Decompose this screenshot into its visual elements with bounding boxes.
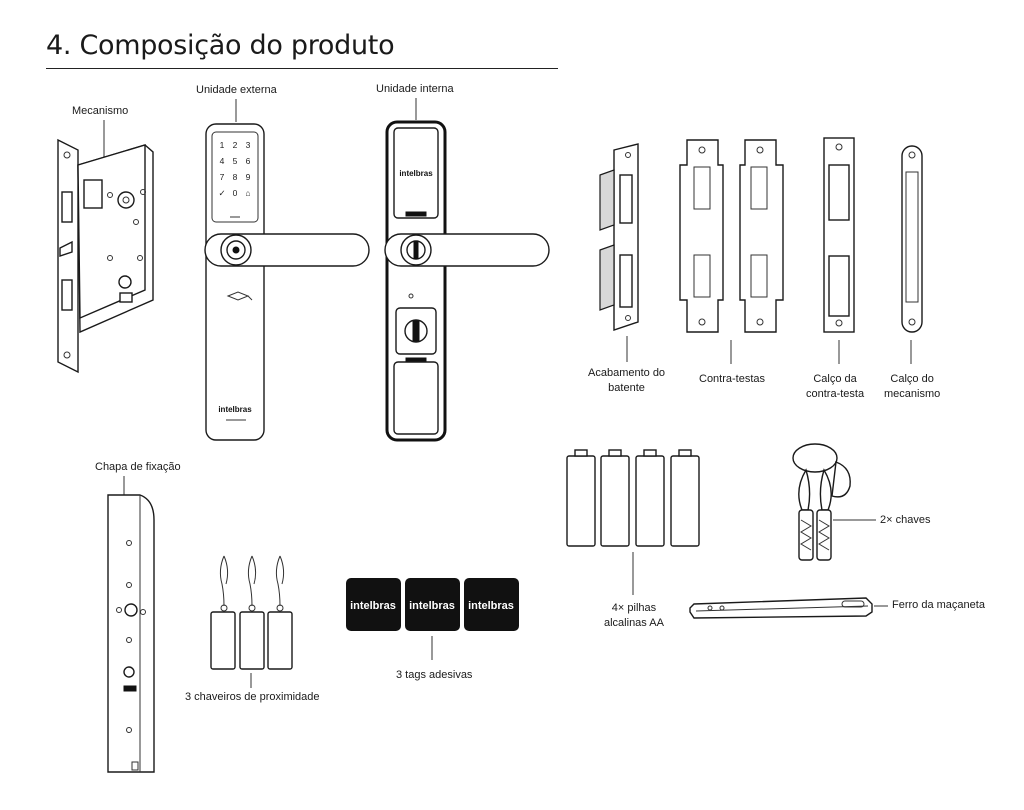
calco-contra-testa-illustration [823, 137, 855, 364]
contra-testa-1-illustration [679, 139, 724, 333]
chapa-illustration [107, 476, 155, 773]
label-calco-contra-testa: Calço da contra-testa [806, 372, 864, 402]
unidade-externa-illustration: intelbras [204, 99, 370, 441]
contra-testa-2-illustration [739, 139, 784, 333]
calco-mecanismo-illustration [901, 145, 923, 364]
label-tags: 3 tags adesivas [396, 669, 473, 681]
keypad-key: 5 [233, 156, 238, 166]
label-acabamento: Acabamento do batente [588, 366, 665, 396]
externa-brand: intelbras [218, 405, 252, 414]
keypad-key: 0 [233, 188, 238, 198]
label-chaveiros: 3 chaveiros de proximidade [185, 691, 320, 703]
tag-2-brand: intelbras [409, 600, 455, 612]
chaves-illustration [792, 443, 876, 561]
chaveiros-illustration [210, 555, 293, 688]
acabamento-illustration [599, 143, 639, 362]
keypad-key: 8 [233, 172, 238, 182]
label-calco-mecanismo-line2: mecanismo [884, 388, 941, 400]
mecanismo-illustration [57, 120, 154, 374]
label-calco-mecanismo: Calço do mecanismo [884, 372, 940, 402]
keypad-key: ✓ [218, 188, 225, 198]
unidade-interna-illustration: intelbras [384, 98, 550, 442]
section-title: 4. Composição do produto [46, 30, 395, 61]
label-pilhas-line2: alcalinas AA [604, 617, 664, 629]
keypad-key: ⌂ [245, 188, 250, 198]
keypad-key: 1 [220, 140, 225, 150]
keypad-key: 9 [246, 172, 251, 182]
tag-1-brand: intelbras [350, 600, 396, 612]
label-calco-contra-testa-line2: contra-testa [806, 388, 865, 400]
label-acabamento-line1: Acabamento do [588, 367, 666, 379]
label-unidade-externa: Unidade externa [196, 84, 277, 96]
label-calco-contra-testa-line1: Calço da [813, 373, 857, 385]
label-calco-mecanismo-line1: Calço do [890, 373, 934, 385]
label-contra-testas: Contra-testas [699, 373, 766, 385]
label-ferro: Ferro da maçaneta [892, 599, 985, 611]
keypad-key: 4 [220, 156, 225, 166]
label-pilhas: 4× pilhas alcalinas AA [604, 601, 664, 631]
keypad-key: 2 [233, 140, 238, 150]
label-chapa: Chapa de fixação [95, 461, 181, 473]
keypad-key: 3 [246, 140, 251, 150]
label-unidade-interna: Unidade interna [376, 83, 454, 95]
label-mecanismo: Mecanismo [72, 105, 129, 117]
label-chaves: 2× chaves [880, 514, 931, 526]
keypad-key: 7 [220, 172, 225, 182]
label-acabamento-line2: batente [608, 382, 645, 394]
title-underline [46, 68, 558, 69]
interna-brand: intelbras [399, 169, 433, 178]
ferro-illustration [689, 597, 888, 619]
tag-3-brand: intelbras [468, 600, 514, 612]
keypad-key: 6 [246, 156, 251, 166]
pilhas-illustration [566, 449, 700, 595]
label-pilhas-line1: 4× pilhas [611, 602, 657, 614]
tags-illustration: intelbras intelbras intelbras [346, 578, 519, 660]
